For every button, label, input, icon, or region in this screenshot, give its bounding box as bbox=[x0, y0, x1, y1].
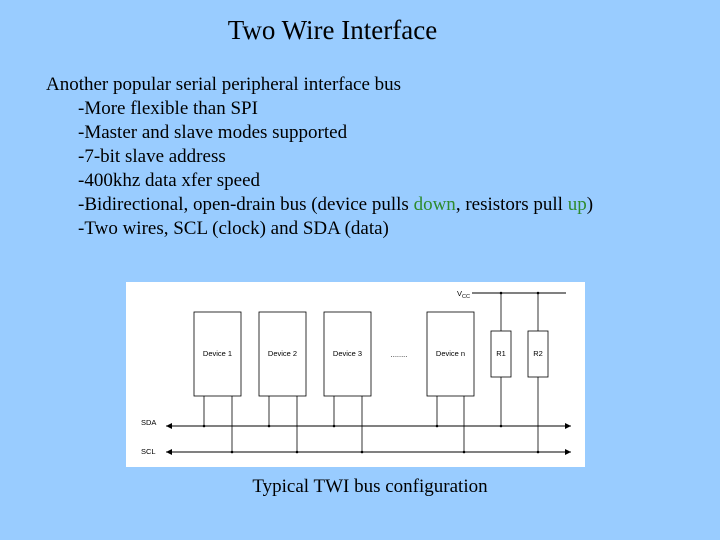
device-label: Device 2 bbox=[268, 349, 297, 358]
bullet-prefix: -Bidirectional, open-drain bus (device p… bbox=[78, 194, 414, 215]
bullet-item: -400khz data xfer speed bbox=[78, 170, 261, 191]
highlight-down: down bbox=[413, 194, 456, 215]
bullet-item-bidirectional: -Bidirectional, open-drain bus (device p… bbox=[78, 193, 593, 217]
vcc-label: VCC bbox=[457, 289, 470, 300]
device-label: Device n bbox=[436, 349, 465, 358]
sda-label: SDA bbox=[141, 418, 156, 427]
device-box bbox=[323, 311, 372, 397]
bullet-item: -Master and slave modes supported bbox=[78, 122, 348, 143]
bullet-item: -More flexible than SPI bbox=[78, 98, 258, 119]
figure-caption: Typical TWI bus configuration bbox=[252, 476, 488, 497]
scl-label: SCL bbox=[141, 447, 156, 456]
twi-diagram-svg: VCC SDA SCL Device 1 Device 2 Device 3 .… bbox=[141, 289, 571, 456]
slide-title: Two Wire Interface bbox=[227, 15, 438, 45]
bullet-item: -Two wires, SCL (clock) and SDA (data) bbox=[78, 218, 389, 239]
ellipsis-label: ........ bbox=[391, 350, 408, 359]
bullet-middle: , resistors pull bbox=[455, 194, 568, 215]
highlight-up: up bbox=[567, 194, 587, 215]
intro-text: Another popular serial peripheral interf… bbox=[46, 74, 402, 95]
device-box bbox=[193, 311, 242, 397]
bullet-item: -7-bit slave address bbox=[78, 146, 226, 167]
device-box bbox=[426, 311, 475, 397]
twi-bus-diagram: VCC SDA SCL Device 1 Device 2 Device 3 .… bbox=[126, 282, 585, 467]
resistor-label: R1 bbox=[496, 349, 506, 358]
device-label: Device 3 bbox=[333, 349, 362, 358]
device-box bbox=[258, 311, 307, 397]
device-label: Device 1 bbox=[203, 349, 232, 358]
resistor-label: R2 bbox=[533, 349, 543, 358]
bullet-list: -More flexible than SPI -Master and slav… bbox=[78, 97, 593, 241]
bullet-suffix: ) bbox=[586, 194, 594, 215]
